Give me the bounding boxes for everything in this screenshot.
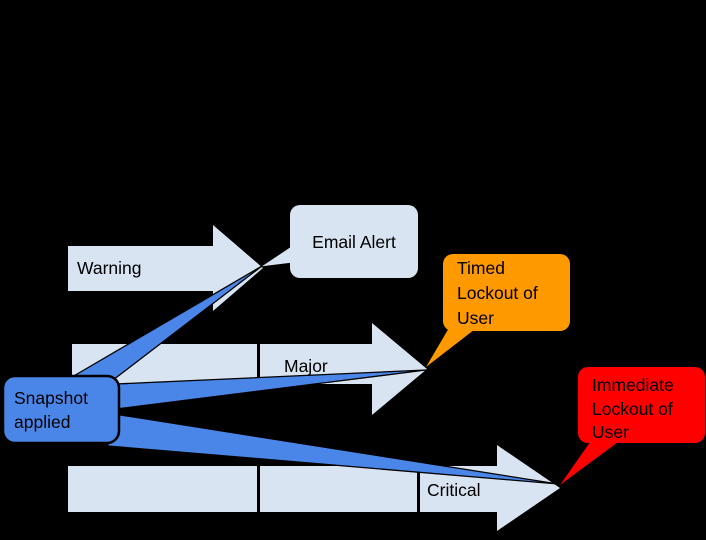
snapshot-box-line-2: applied — [14, 412, 70, 432]
warning-arrow-label: Warning — [77, 258, 142, 278]
timed-lockout-line-3: User — [457, 308, 494, 328]
immediate-lockout-line-2: Lockout of — [592, 399, 673, 419]
critical-arrow-label: Critical — [427, 480, 480, 500]
timed-lockout-line-1: Timed — [457, 258, 505, 278]
immediate-lockout-line-1: Immediate — [592, 375, 674, 395]
immediate-lockout-callout — [578, 367, 705, 443]
major-arrow — [72, 323, 427, 415]
warning-arrow — [68, 225, 263, 311]
email-callout-label: Email Alert — [312, 232, 396, 252]
major-arrow-label: Major — [284, 356, 328, 376]
email-callout — [290, 205, 418, 278]
timed-lockout-callout — [443, 254, 570, 331]
immediate-lockout-line-3: User — [592, 422, 629, 442]
snapshot-applied-box — [1, 374, 121, 445]
email-callout-tail — [259, 244, 294, 268]
snapshot-box-line-1: Snapshot — [14, 388, 88, 408]
timed-lockout-line-2: Lockout of — [457, 283, 538, 303]
